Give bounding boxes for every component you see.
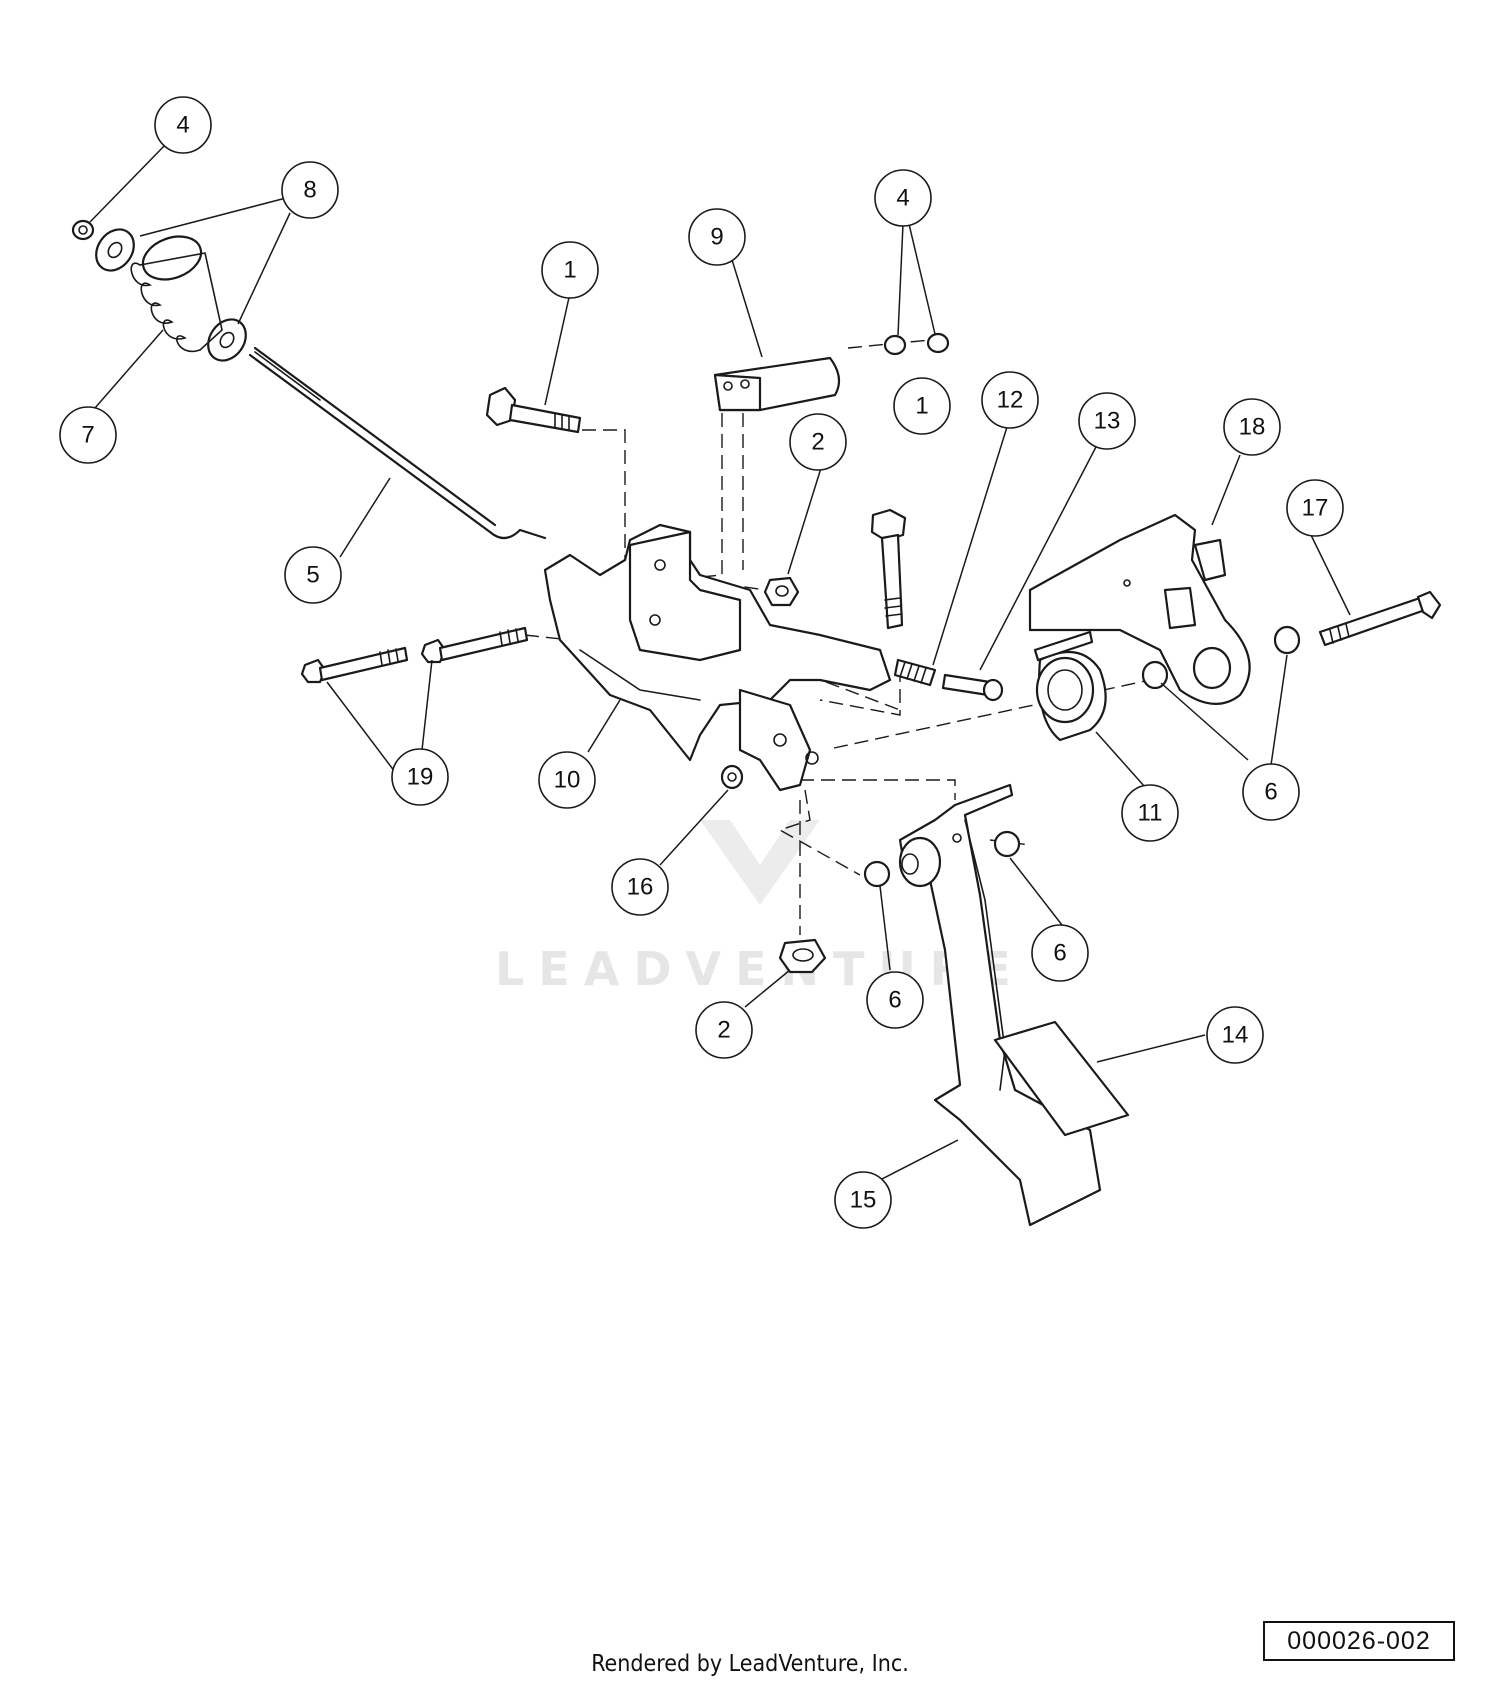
callout-c-2a: 2 xyxy=(789,413,847,471)
callout-c-19: 19 xyxy=(391,748,449,806)
callout-label: 18 xyxy=(1239,414,1266,441)
part-9-cover xyxy=(713,356,841,412)
callout-label: 12 xyxy=(997,387,1024,414)
part-7-spring xyxy=(130,235,223,353)
part-2-nut-lower xyxy=(778,938,827,974)
callout-c-5: 5 xyxy=(284,546,342,604)
callout-label: 8 xyxy=(303,177,316,204)
callout-label: 1 xyxy=(563,257,576,284)
part-19-bolts xyxy=(300,626,529,684)
callout-c-14: 14 xyxy=(1206,1006,1264,1064)
part-5-rod xyxy=(248,346,547,540)
watermark: LEADVENTURE xyxy=(495,820,1025,996)
part-6-washers-lower xyxy=(863,830,1021,888)
leader-lines xyxy=(87,141,1351,1181)
callout-label: 10 xyxy=(554,767,581,794)
part-6-washers-right xyxy=(1141,625,1301,690)
callout-c-4a: 4 xyxy=(154,96,212,154)
part-1-bolt-upper xyxy=(485,386,582,434)
callout-label: 9 xyxy=(710,224,723,251)
part-17-bolt xyxy=(1318,590,1442,647)
callout-c-6a: 6 xyxy=(1242,763,1300,821)
part-18-plate xyxy=(1028,513,1251,705)
callout-label: 7 xyxy=(81,422,94,449)
part-10-bracket xyxy=(543,523,892,792)
callout-c-12: 12 xyxy=(981,371,1039,429)
callout-c-10: 10 xyxy=(538,751,596,809)
callout-label: 4 xyxy=(896,185,909,212)
callout-label: 2 xyxy=(717,1017,730,1044)
callout-c-13: 13 xyxy=(1078,392,1136,450)
part-1-bolt-vertical xyxy=(870,508,907,630)
callout-c-16: 16 xyxy=(611,858,669,916)
reference-number: 000026-002 xyxy=(1263,1621,1455,1661)
callout-label: 15 xyxy=(850,1187,877,1214)
part-4-nuts-right xyxy=(883,332,950,356)
callout-c-11: 11 xyxy=(1121,784,1179,842)
part-16-nut xyxy=(720,764,744,790)
part-2-nut-upper xyxy=(763,576,800,607)
callout-label: 6 xyxy=(888,987,901,1014)
callout-label: 19 xyxy=(407,764,434,791)
callout-c-17: 17 xyxy=(1286,479,1344,537)
callout-c-2b: 2 xyxy=(695,1001,753,1059)
watermark-text: LEADVENTURE xyxy=(495,942,1025,996)
callout-label: 4 xyxy=(176,112,189,139)
callout-label: 5 xyxy=(306,562,319,589)
part-13-pin xyxy=(941,673,1004,702)
part-4-nut-left xyxy=(71,219,95,241)
callout-c-8: 8 xyxy=(281,161,339,219)
callout-label: 13 xyxy=(1094,408,1121,435)
callout-c-18: 18 xyxy=(1223,398,1281,456)
callout-label: 14 xyxy=(1222,1022,1249,1049)
callout-label: 2 xyxy=(811,429,824,456)
callout-c-15: 15 xyxy=(834,1171,892,1229)
callout-label: 1 xyxy=(915,393,928,420)
callout-c-1a: 1 xyxy=(541,241,599,299)
part-8-washers xyxy=(95,228,247,362)
part-12-spring xyxy=(893,658,937,687)
callout-c-6b: 6 xyxy=(1031,924,1089,982)
callout-label: 11 xyxy=(1138,800,1163,827)
callout-c-4b: 4 xyxy=(874,169,932,227)
callout-c-7: 7 xyxy=(59,406,117,464)
callout-c-9: 9 xyxy=(688,208,746,266)
callout-label: 16 xyxy=(627,874,654,901)
callout-label: 17 xyxy=(1302,495,1329,522)
footer-credit: Rendered by LeadVenture, Inc. xyxy=(591,1651,909,1677)
callout-label: 6 xyxy=(1053,940,1066,967)
callout-label: 6 xyxy=(1264,779,1277,806)
part-14-pedal-pad xyxy=(993,1020,1130,1137)
part-11-bushing xyxy=(1033,630,1107,742)
callout-c-1b: 1 xyxy=(893,377,951,435)
callout-c-6c: 6 xyxy=(866,971,924,1029)
